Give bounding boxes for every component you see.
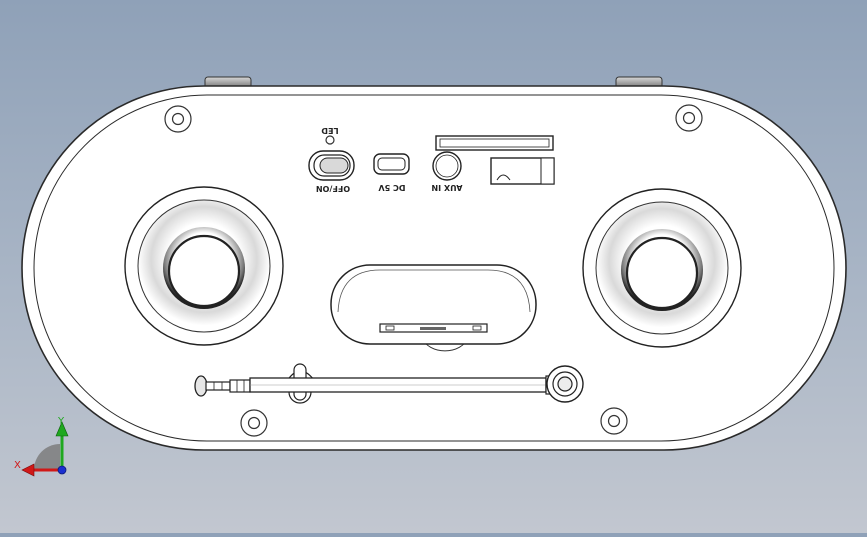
screw-hole-bottom-left [240, 409, 268, 437]
axis-y-label: Y [57, 416, 65, 427]
aux-jack-label: AUX IN [431, 183, 462, 192]
speaker-right [582, 188, 742, 348]
screw-hole-top-right [675, 104, 703, 132]
switch-compartment [490, 157, 555, 185]
dc-port[interactable]: DC 5V [373, 153, 410, 192]
antenna-pivot [546, 365, 584, 403]
screw-hole-bottom-right [600, 407, 628, 435]
dock-connector [379, 323, 488, 333]
led-label: LED [321, 126, 339, 135]
battery-slot [435, 135, 554, 151]
power-switch[interactable]: OFF/ON [308, 150, 355, 193]
aux-jack[interactable]: AUX IN [431, 151, 463, 192]
power-switch-label: OFF/ON [316, 184, 350, 193]
screw-hole-top-left [164, 105, 192, 133]
axis-triad: Y X [14, 416, 69, 477]
dc-port-label: DC 5V [378, 183, 406, 192]
led-indicator: LED [321, 126, 339, 145]
dock-tray [330, 264, 537, 352]
axis-x-label: X [14, 460, 21, 471]
speaker-left [124, 186, 284, 346]
